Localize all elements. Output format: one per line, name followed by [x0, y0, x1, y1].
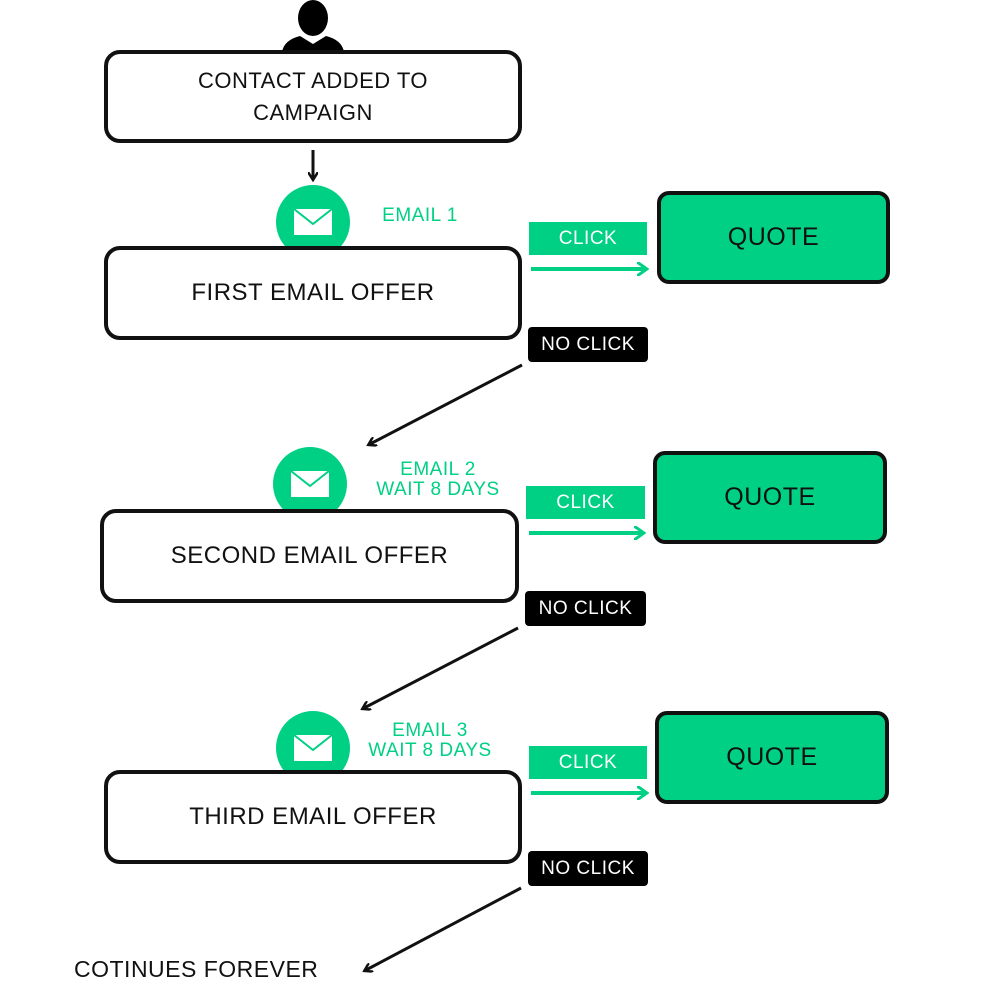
envelope-icon — [293, 734, 333, 761]
start-line-1: CONTACT ADDED TO — [197, 67, 429, 93]
email-tag-2: EMAIL 2 WAIT 8 DAYS — [362, 460, 514, 500]
no-click-text-2: NO CLICK — [538, 597, 633, 619]
person-icon — [282, 0, 344, 52]
click-label-1: CLICK — [529, 222, 647, 255]
offer-label-1: FIRST EMAIL OFFER — [191, 279, 435, 306]
offer-label-3: THIRD EMAIL OFFER — [189, 803, 437, 830]
offer-box-1: FIRST EMAIL OFFER — [104, 246, 522, 340]
no-click-label-3: NO CLICK — [528, 851, 648, 886]
no-click-arrow-3 — [366, 886, 522, 970]
no-click-arrow-2 — [364, 626, 519, 708]
envelope-icon — [293, 208, 333, 235]
email-tag-3: EMAIL 3 WAIT 8 DAYS — [354, 721, 506, 761]
click-text-2: CLICK — [556, 491, 615, 513]
quote-box-2[interactable]: QUOTE — [653, 451, 887, 544]
quote-label-1: QUOTE — [727, 223, 820, 251]
click-label-2: CLICK — [526, 486, 645, 519]
no-click-text-3: NO CLICK — [541, 857, 635, 879]
click-label-3: CLICK — [529, 746, 647, 779]
quote-label-3: QUOTE — [726, 743, 818, 771]
no-click-text-1: NO CLICK — [541, 333, 635, 355]
offer-label-2: SECOND EMAIL OFFER — [170, 542, 449, 569]
offer-box-3: THIRD EMAIL OFFER — [104, 770, 522, 864]
quote-label-2: QUOTE — [724, 483, 816, 511]
no-click-arrow-1 — [370, 363, 523, 444]
end-label: COTINUES FOREVER — [74, 956, 319, 982]
envelope-icon — [290, 470, 330, 497]
no-click-label-1: NO CLICK — [528, 327, 648, 362]
click-text-1: CLICK — [558, 227, 618, 249]
email-tag-3-line-2: WAIT 8 DAYS — [368, 740, 492, 761]
start-box: CONTACT ADDED TO CAMPAIGN — [104, 50, 522, 143]
email-tag-1: EMAIL 1 — [368, 206, 472, 226]
email-icon-circle-2 — [273, 447, 347, 521]
quote-box-3[interactable]: QUOTE — [655, 711, 889, 804]
quote-box-1[interactable]: QUOTE — [657, 191, 890, 284]
start-line-2: CAMPAIGN — [253, 99, 373, 125]
email-tag-3-line-1: EMAIL 3 — [392, 720, 468, 741]
email-tag-2-line-2: WAIT 8 DAYS — [376, 479, 500, 500]
no-click-label-2: NO CLICK — [525, 591, 646, 626]
click-text-3: CLICK — [558, 751, 618, 773]
email-tag-2-line-1: EMAIL 2 — [400, 459, 476, 480]
offer-box-2: SECOND EMAIL OFFER — [100, 509, 519, 603]
email-tag-1-line-1: EMAIL 1 — [382, 205, 458, 226]
